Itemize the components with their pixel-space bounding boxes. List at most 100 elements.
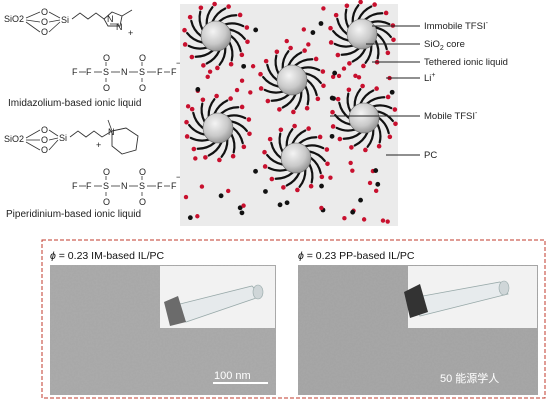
tethered-chain — [353, 88, 362, 108]
tethered-chain — [200, 102, 206, 123]
mobile-tfsi-dot — [241, 203, 246, 208]
mobile-tfsi-dot — [284, 38, 289, 44]
immobile-tfsi-dot — [321, 83, 326, 89]
tethered-chain — [335, 126, 356, 132]
immobile-tfsi-dot — [265, 98, 271, 104]
li-ion-dot — [253, 27, 259, 33]
piperidinium-caption: Piperidinium-based ionic liquid — [6, 209, 141, 220]
immobile-tfsi-dot — [244, 25, 250, 30]
li-ion-dot — [187, 215, 193, 221]
immobile-tfsi-dot — [247, 131, 252, 137]
tethered-chain — [270, 141, 283, 160]
immobile-tfsi-dot — [295, 187, 300, 193]
o-atom: O — [41, 7, 48, 17]
tethered-chain — [229, 34, 242, 53]
immobile-tfsi-dot — [215, 65, 220, 71]
tethered-chain — [231, 126, 244, 145]
mobile-tfsi-dot — [348, 160, 353, 166]
mobile-tfsi-dot — [342, 216, 347, 221]
immobile-tfsi-dot — [313, 56, 319, 62]
immobile-tfsi-dot — [385, 50, 391, 56]
tethered-chain — [188, 123, 206, 136]
mobile-tfsi-dot — [205, 74, 210, 80]
immobile-tfsi-dot — [267, 136, 273, 142]
li-ion-dot — [373, 168, 379, 173]
minus-charge: − — [176, 58, 181, 68]
tethered-chain — [294, 58, 314, 67]
immobile-tfsi-dot — [246, 117, 252, 122]
n-atom: N — [116, 22, 123, 32]
tethered-chain — [298, 136, 318, 145]
legend-li: Li+ — [424, 72, 436, 84]
tethered-chain — [186, 31, 204, 44]
plus-charge: + — [128, 28, 133, 38]
tethered-chain — [278, 132, 284, 153]
legend-sio2-core: SiO2 core — [424, 39, 465, 52]
mobile-tfsi-dot — [321, 6, 326, 11]
f-atom: F — [157, 67, 163, 77]
immobile-tfsi-dot — [262, 164, 268, 169]
tethered-chain — [342, 131, 362, 140]
immobile-tfsi-dot — [325, 161, 330, 167]
immobile-tfsi-dot — [349, 145, 354, 150]
tethered-chain — [359, 89, 375, 105]
tethered-chain — [196, 141, 216, 150]
sio2-core — [280, 142, 312, 174]
immobile-tfsi-dot — [360, 83, 365, 89]
free-ions — [183, 6, 395, 224]
nanoparticle — [328, 0, 396, 69]
mobile-tfsi-dot — [373, 188, 379, 194]
li-ion-dot — [319, 183, 324, 189]
immobile-tfsi-dot — [239, 104, 245, 110]
tethered-chain — [353, 131, 369, 147]
o-atom: O — [41, 27, 48, 37]
mobile-tfsi-dot — [361, 217, 367, 222]
o-atom: O — [139, 53, 146, 63]
immobile-tfsi-dot — [217, 157, 222, 163]
sio2-core — [200, 20, 232, 52]
legend-mobile-tfsi: Mobile TFSI- — [424, 110, 478, 122]
tethered-chain — [218, 46, 227, 66]
piperidinium-structure: SiO2 O O O Si N + F F S O O N S O O F — [4, 119, 181, 220]
immobile-tfsi-dot — [191, 146, 197, 152]
immobile-tfsi-dot — [358, 0, 363, 5]
tethered-chain — [357, 5, 373, 21]
o-atom: O — [41, 17, 48, 27]
o-atom: O — [103, 197, 110, 207]
si-atom: Si — [59, 133, 67, 143]
tethered-chain — [344, 8, 350, 29]
legend-immobile-tfsi: Immobile TFSI- — [424, 20, 489, 32]
li-ion-dot — [329, 133, 335, 139]
mobile-tfsi-dot — [306, 42, 311, 47]
tethered-chain — [332, 29, 350, 42]
tethered-chain — [376, 110, 394, 123]
immobile-tfsi-dot — [228, 61, 234, 67]
immobile-tfsi-dot — [393, 121, 398, 127]
tethered-chain — [213, 99, 229, 115]
mobile-tfsi-dot — [207, 69, 213, 74]
tethered-chain — [309, 156, 322, 175]
tethered-chain — [266, 153, 284, 166]
tethered-chain — [220, 138, 229, 158]
immobile-tfsi-dot — [324, 147, 330, 152]
mobile-tfsi-dot — [301, 27, 307, 32]
li-ion-dot — [310, 30, 316, 35]
tethered-chain — [270, 93, 290, 102]
li-ion-dot — [284, 200, 290, 206]
n-atom: N — [107, 14, 114, 24]
tethered-chain — [230, 133, 236, 154]
imidazolium-caption: Imidazolium-based ionic liquid — [8, 98, 141, 109]
mobile-tfsi-dot — [385, 219, 390, 224]
f-atom: F — [86, 67, 92, 77]
immobile-tfsi-dot — [319, 174, 325, 180]
immobile-tfsi-dot — [385, 94, 391, 100]
li-ion-dot — [389, 89, 395, 95]
mobile-tfsi-dot — [356, 75, 362, 80]
tethered-chain — [374, 39, 380, 60]
s-atom: S — [139, 181, 145, 191]
immobile-tfsi-dot — [328, 25, 333, 31]
n-atom: N — [121, 67, 128, 77]
tethered-chain — [226, 114, 247, 120]
tethered-chain — [366, 96, 386, 105]
